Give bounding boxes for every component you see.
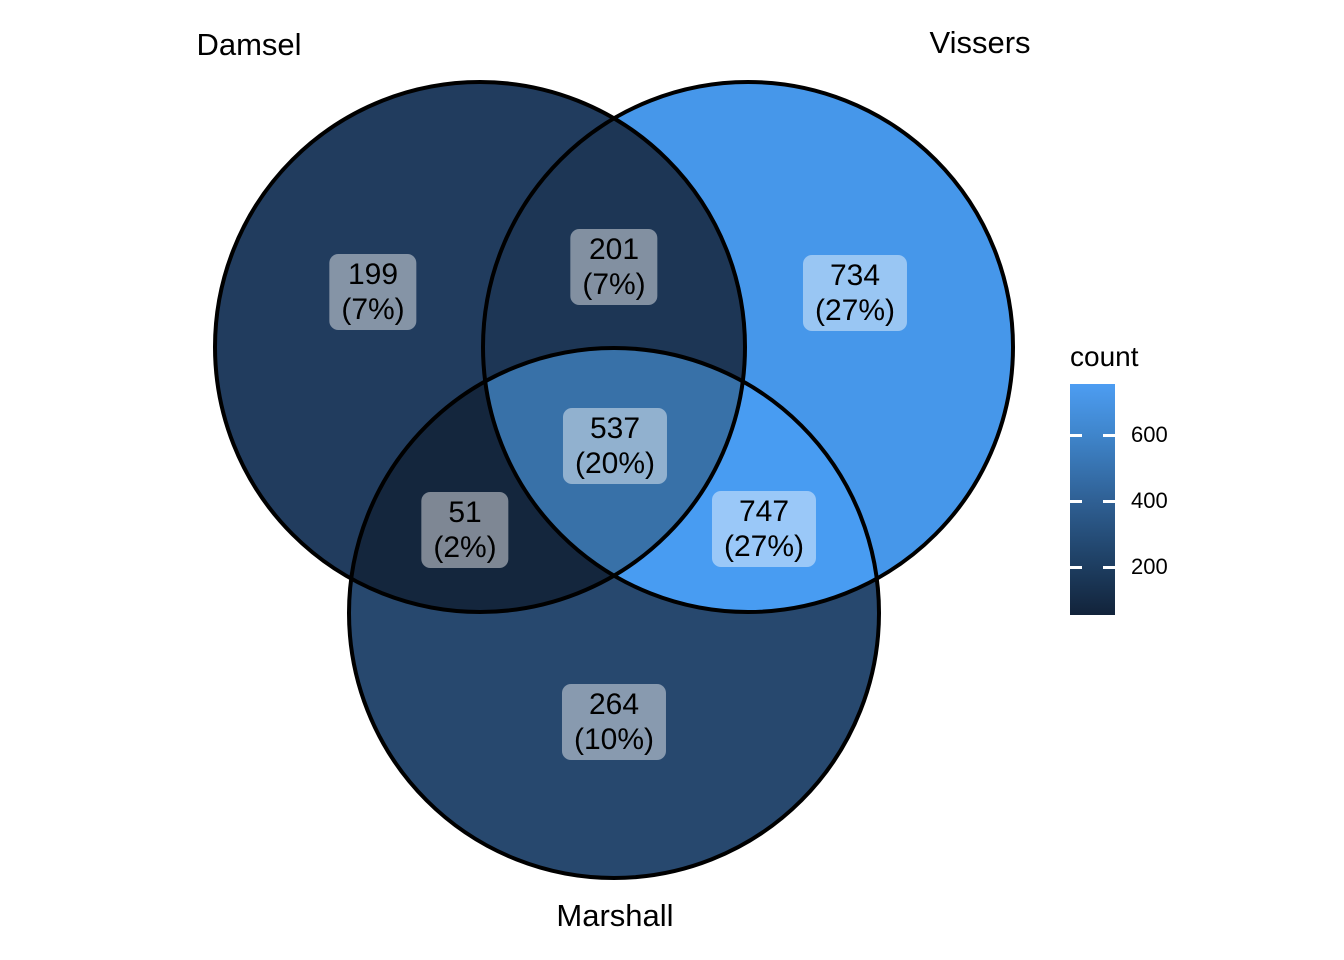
legend-tick-label-400: 400 bbox=[1131, 488, 1168, 513]
region-label-triple-intersection: 537 (20%) bbox=[562, 408, 668, 484]
marshall-circle-outline bbox=[347, 346, 881, 880]
region-percent: (7%) bbox=[582, 268, 646, 301]
region-count: 51 bbox=[448, 496, 482, 529]
legend-tick-mark bbox=[1070, 434, 1082, 437]
set-label-vissers: Vissers bbox=[929, 24, 1031, 60]
vissers-marshall-region-fill bbox=[483, 348, 879, 612]
legend-title: count bbox=[1070, 341, 1139, 372]
damsel-circle-outline bbox=[213, 80, 747, 614]
legend-tick-mark bbox=[1103, 566, 1115, 569]
region-label-marshall-only: 264 (10%) bbox=[561, 684, 667, 760]
region-label-damsel-marshall: 51 (2%) bbox=[421, 492, 509, 568]
set-label-marshall: Marshall bbox=[556, 897, 674, 933]
region-label-damsel-vissers: 201 (7%) bbox=[570, 229, 658, 305]
region-percent: (27%) bbox=[723, 530, 805, 563]
set-label-damsel: Damsel bbox=[196, 26, 302, 62]
region-label-vissers-only: 734 (27%) bbox=[802, 255, 908, 331]
region-count: 201 bbox=[588, 233, 640, 266]
region-percent: (2%) bbox=[433, 531, 497, 564]
region-count: 537 bbox=[589, 412, 641, 445]
legend-tick-label-600: 600 bbox=[1131, 422, 1168, 447]
legend-tick-mark bbox=[1070, 500, 1082, 503]
vissers-circle-outline bbox=[481, 80, 1015, 614]
region-label-damsel-only: 199 (7%) bbox=[329, 254, 417, 330]
legend-gradient-bar bbox=[1070, 384, 1115, 615]
region-count: 199 bbox=[347, 258, 399, 291]
legend-tick-mark bbox=[1070, 566, 1082, 569]
region-label-vissers-marshall: 747 (27%) bbox=[711, 491, 817, 567]
region-count: 747 bbox=[738, 495, 790, 528]
region-percent: (27%) bbox=[814, 294, 896, 327]
legend-tick-mark bbox=[1103, 500, 1115, 503]
region-percent: (20%) bbox=[574, 447, 656, 480]
legend-tick-label-200: 200 bbox=[1131, 554, 1168, 579]
legend-tick-mark bbox=[1103, 434, 1115, 437]
region-percent: (10%) bbox=[573, 723, 655, 756]
damsel-marshall-region-fill bbox=[349, 348, 745, 612]
region-count: 734 bbox=[829, 259, 881, 292]
region-percent: (7%) bbox=[341, 293, 405, 326]
region-count: 264 bbox=[588, 688, 640, 721]
